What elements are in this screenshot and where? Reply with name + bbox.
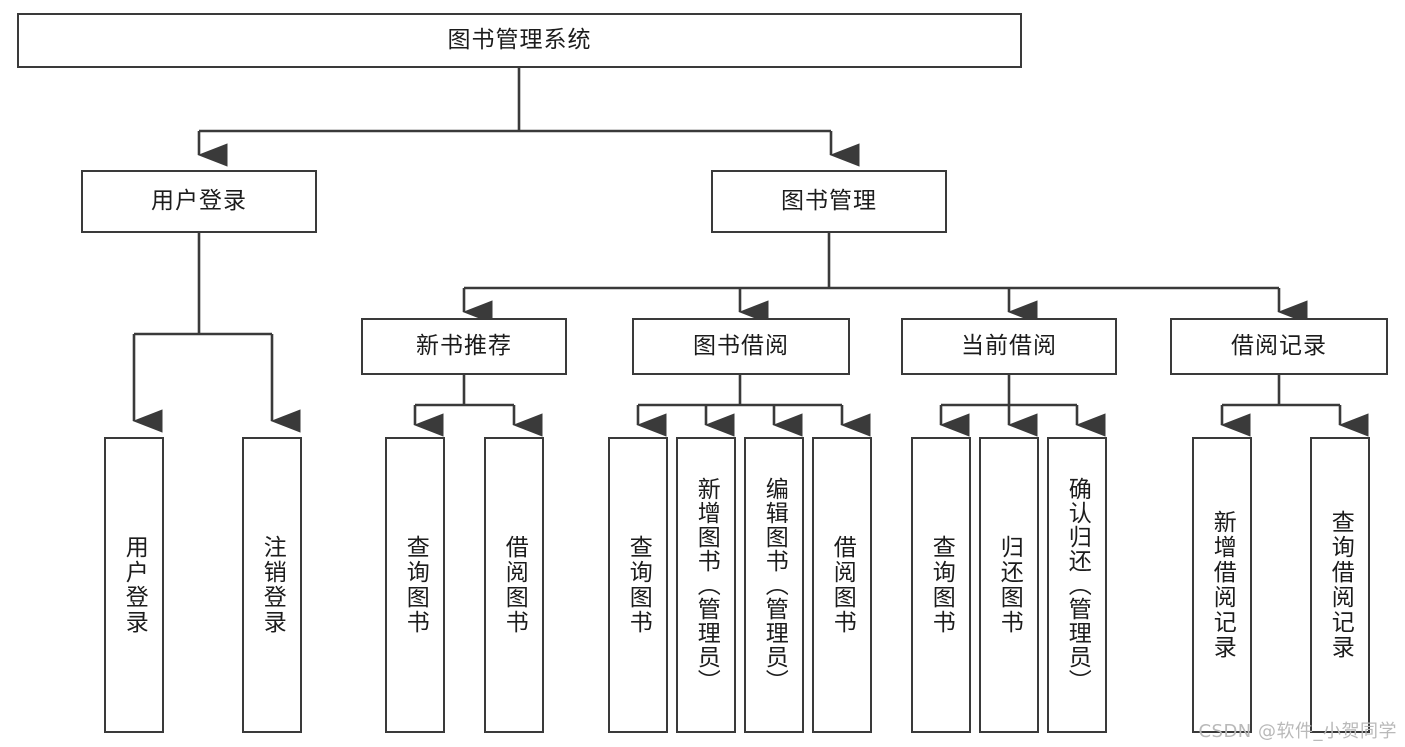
node-book-borrow[interactable]: 图书借阅: [632, 318, 850, 375]
leaf-borrow-edit-book-admin[interactable]: 编辑图书（管理员）: [744, 437, 804, 733]
node-label: 编辑图书（管理员）: [761, 477, 788, 693]
leaf-record-add-record[interactable]: 新增借阅记录: [1192, 437, 1252, 733]
node-book-management[interactable]: 图书管理: [711, 170, 947, 233]
leaf-current-return-book[interactable]: 归还图书: [979, 437, 1039, 733]
leaf-record-query-record[interactable]: 查询借阅记录: [1310, 437, 1370, 733]
leaf-borrow-borrow-book[interactable]: 借阅图书: [812, 437, 872, 733]
leaf-borrow-query-book[interactable]: 查询图书: [608, 437, 668, 733]
node-label: 新书推荐: [416, 332, 512, 359]
leaf-borrow-add-book-admin[interactable]: 新增图书（管理员）: [676, 437, 736, 733]
leaf-user-logout[interactable]: 注销登录: [242, 437, 302, 733]
node-user-login[interactable]: 用户登录: [81, 170, 317, 233]
node-label: 归还图书: [996, 535, 1023, 635]
leaf-user-login[interactable]: 用户登录: [104, 437, 164, 733]
leaf-recommend-query-book[interactable]: 查询图书: [385, 437, 445, 733]
node-current-borrow[interactable]: 当前借阅: [901, 318, 1117, 375]
node-root-system[interactable]: 图书管理系统: [17, 13, 1022, 68]
node-label: 用户登录: [121, 535, 148, 635]
leaf-recommend-borrow-book[interactable]: 借阅图书: [484, 437, 544, 733]
node-label: 当前借阅: [961, 332, 1057, 359]
leaf-current-confirm-return-admin[interactable]: 确认归还（管理员）: [1047, 437, 1107, 733]
node-label: 图书借阅: [693, 332, 789, 359]
node-label: 查询借阅记录: [1327, 510, 1354, 660]
node-label: 查询图书: [928, 535, 955, 635]
watermark-text: CSDN @软件_小贺同学: [1198, 721, 1397, 742]
node-label: 借阅图书: [829, 535, 856, 635]
node-label: 图书管理系统: [447, 26, 592, 53]
node-label: 用户登录: [151, 187, 247, 214]
node-label: 确认归还（管理员）: [1064, 477, 1091, 693]
leaf-current-query-book[interactable]: 查询图书: [911, 437, 971, 733]
node-label: 查询图书: [402, 535, 429, 635]
node-label: 借阅记录: [1231, 332, 1327, 359]
node-label: 新增借阅记录: [1209, 510, 1236, 660]
node-label: 图书管理: [781, 187, 877, 214]
node-borrow-record[interactable]: 借阅记录: [1170, 318, 1388, 375]
node-label: 注销登录: [259, 535, 286, 635]
node-label: 查询图书: [625, 535, 652, 635]
node-label: 新增图书（管理员）: [693, 477, 720, 693]
node-label: 借阅图书: [501, 535, 528, 635]
node-new-book-recommend[interactable]: 新书推荐: [361, 318, 567, 375]
